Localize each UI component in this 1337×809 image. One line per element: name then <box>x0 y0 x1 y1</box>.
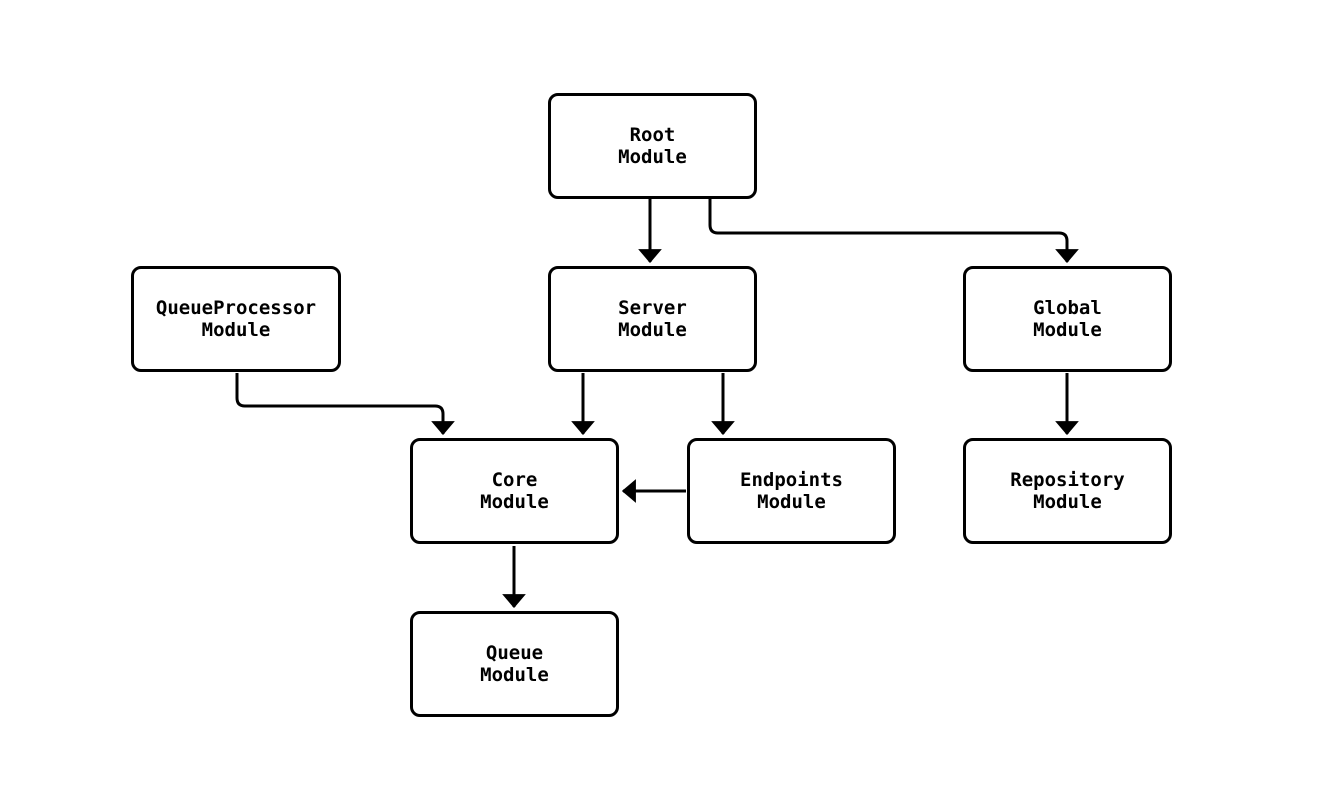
edge-root-to-global <box>708 199 1079 264</box>
node-endpoints-module: Endpoints Module <box>687 438 896 544</box>
node-global-module: Global Module <box>963 266 1172 372</box>
node-queue-module: Queue Module <box>410 611 619 717</box>
node-queueprocessor-module-label: QueueProcessor Module <box>155 297 317 341</box>
node-core-module-label: Core Module <box>480 469 549 513</box>
edge-queueprocessor-to-core <box>235 373 455 436</box>
node-queue-module-label: Queue Module <box>480 642 549 686</box>
node-global-module-label: Global Module <box>1033 297 1102 341</box>
node-queueprocessor-module: QueueProcessor Module <box>131 266 341 372</box>
node-repository-module: Repository Module <box>963 438 1172 544</box>
node-server-module-label: Server Module <box>618 297 687 341</box>
node-core-module: Core Module <box>410 438 619 544</box>
node-endpoints-module-label: Endpoints Module <box>740 469 843 513</box>
node-root-module: Root Module <box>548 93 757 199</box>
node-repository-module-label: Repository Module <box>1010 469 1125 513</box>
node-server-module: Server Module <box>548 266 757 372</box>
node-root-module-label: Root Module <box>618 124 687 168</box>
